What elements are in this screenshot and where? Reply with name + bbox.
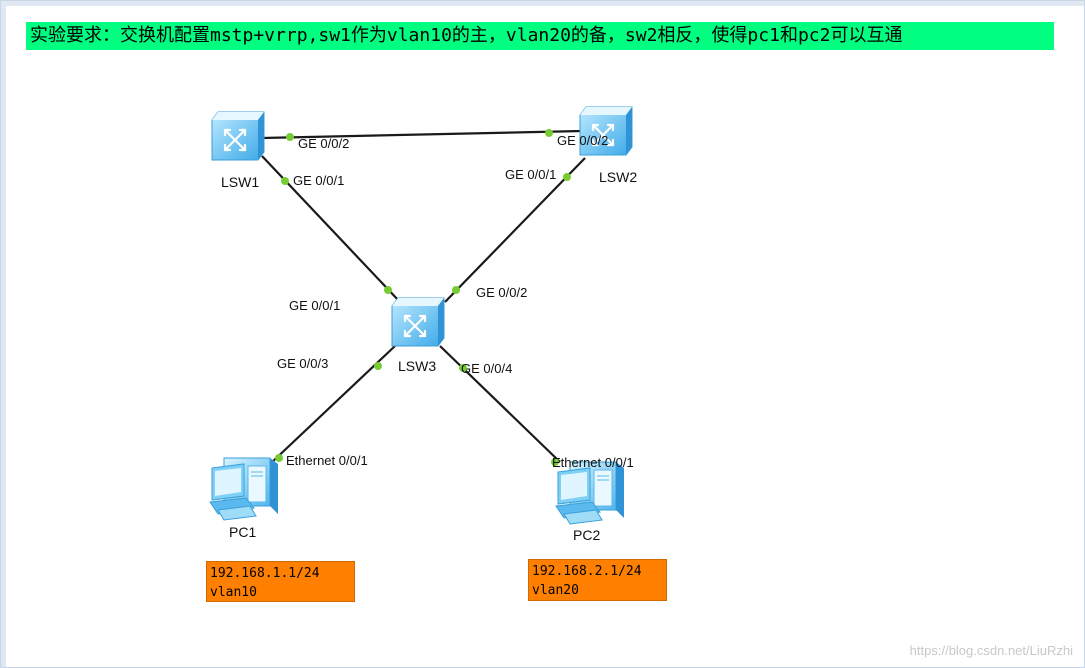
switch-icon[interactable] [390,296,446,348]
watermark: https://blog.csdn.net/LiuRzhi [909,643,1073,658]
port-label: GE 0/0/1 [289,298,340,313]
pc-icon[interactable] [209,457,279,521]
port-dot [545,129,553,137]
link-lsw1-lsw2 [261,129,583,140]
port-dot [374,362,382,370]
device-label-lsw1: LSW1 [221,174,259,190]
port-label: GE 0/0/3 [277,356,328,371]
device-label-lsw3: LSW3 [398,358,436,374]
port-label: GE 0/0/1 [505,167,556,182]
pc2-ip-address: 192.168.2.1/24 [532,564,642,579]
pc2-ip-box: 192.168.2.1/24 vlan20 [528,559,667,601]
device-label-pc1: PC1 [229,524,256,540]
port-dot [459,364,467,372]
port-label: Ethernet 0/0/1 [286,453,368,468]
port-dot [452,286,460,294]
experiment-requirement-title: 实验要求：交换机配置mstp+vrrp,sw1作为vlan10的主，vlan20… [26,22,1054,50]
pc1-ip-box: 192.168.1.1/24 vlan10 [206,561,355,602]
link-lsw3-pc2 [439,345,561,463]
window-frame-top [0,0,1085,6]
link-lsw2-lsw3 [444,157,586,303]
pc1-ip-address: 192.168.1.1/24 [210,566,320,581]
port-dot [551,458,559,466]
pc1-vlan: vlan10 [210,585,257,600]
pc2-vlan: vlan20 [532,583,579,598]
port-label: GE 0/0/4 [461,361,512,376]
port-label: GE 0/0/2 [557,133,608,148]
port-dot [275,454,283,462]
device-label-pc2: PC2 [573,527,600,543]
port-label: GE 0/0/1 [293,173,344,188]
window-frame-left [0,0,6,668]
pc-icon[interactable] [555,461,625,525]
device-label-lsw2: LSW2 [599,169,637,185]
port-dot [563,173,571,181]
port-dot [281,177,289,185]
port-dot [286,133,294,141]
port-label: GE 0/0/2 [476,285,527,300]
port-label: Ethernet 0/0/1 [552,455,634,470]
port-dot [384,286,392,294]
port-label: GE 0/0/2 [298,136,349,151]
switch-icon[interactable] [210,110,266,162]
